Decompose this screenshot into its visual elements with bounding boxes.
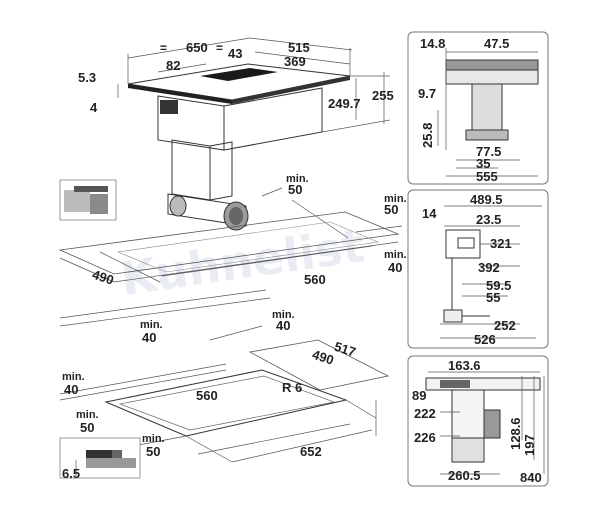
minB-label: min. [384, 193, 407, 205]
dim-5-3: 5.3 [78, 70, 96, 85]
minC-value: 40 [388, 260, 402, 275]
p1-35: 35 [476, 156, 490, 171]
watermark-text: Kuhnelist [117, 218, 367, 306]
minA-label: min. [286, 173, 309, 185]
cut1-490: 490 [90, 267, 115, 288]
p3-222: 222 [414, 406, 436, 421]
p2-23-5: 23.5 [476, 212, 501, 227]
panel-3 [407, 355, 549, 487]
p3-89: 89 [412, 388, 426, 403]
p1-25-8: 25.8 [420, 123, 435, 148]
dim-249-7: 249.7 [328, 96, 361, 111]
p3-128-6: 128.6 [508, 417, 523, 450]
minG-value: 50 [80, 420, 94, 435]
top-dimension-lines [117, 37, 391, 133]
eq-sign-right: = [216, 41, 223, 55]
cut2-560: 560 [196, 388, 218, 403]
panel-2 [407, 189, 549, 349]
p1-555: 555 [476, 169, 498, 184]
p3-163-6: 163.6 [448, 358, 481, 373]
dim-255: 255 [372, 88, 394, 103]
dim-43: 43 [228, 46, 242, 61]
panel-1 [407, 31, 549, 185]
p2-55: 55 [486, 290, 500, 305]
cut2-652: 652 [300, 444, 322, 459]
minE-value: 40 [276, 318, 290, 333]
p2-252: 252 [494, 318, 516, 333]
hob-drawing [127, 63, 351, 231]
minE-label: min. [272, 309, 295, 321]
p3-260-5: 260.5 [448, 468, 481, 483]
p2-14: 14 [422, 206, 437, 221]
worktop-1 [58, 187, 403, 283]
cut2-517: 517 [332, 339, 357, 360]
minC-label: min. [384, 249, 407, 261]
cut2-r6: R 6 [282, 380, 302, 395]
p1-14-8: 14.8 [420, 36, 445, 51]
dim-82: 82 [166, 58, 180, 73]
cut2-490: 490 [310, 347, 335, 368]
p2-392: 392 [478, 260, 500, 275]
minB-value: 50 [384, 202, 398, 217]
p2-321: 321 [490, 236, 512, 251]
edge-detail-icon [59, 437, 141, 479]
minA-value: 50 [288, 182, 302, 197]
p2-59-5: 59.5 [486, 278, 511, 293]
minF-value: 40 [64, 382, 78, 397]
p3-840: 840 [520, 470, 542, 485]
eq-sign-left: = [160, 41, 167, 55]
detail-6-5: 6.5 [62, 466, 80, 481]
dim-4: 4 [90, 100, 98, 115]
p1-77-5: 77.5 [476, 144, 501, 159]
material-legend-icon [59, 179, 117, 221]
p2-489-5: 489.5 [470, 192, 503, 207]
dim-515: 515 [288, 40, 310, 55]
dim-650: 650 [186, 40, 208, 55]
minG-label: min. [76, 409, 99, 421]
p1-47-5: 47.5 [484, 36, 509, 51]
minD-value: 40 [142, 330, 156, 345]
cut1-560: 560 [304, 272, 326, 287]
minF-label: min. [62, 371, 85, 383]
worktop-2 [59, 289, 390, 463]
p1-9-7: 9.7 [418, 86, 436, 101]
minH-value: 50 [146, 444, 160, 459]
minD-label: min. [140, 319, 163, 331]
minH-label: min. [142, 433, 165, 445]
p3-197: 197 [522, 434, 537, 456]
dim-369: 369 [284, 54, 306, 69]
p2-526: 526 [474, 332, 496, 347]
p3-226: 226 [414, 430, 436, 445]
